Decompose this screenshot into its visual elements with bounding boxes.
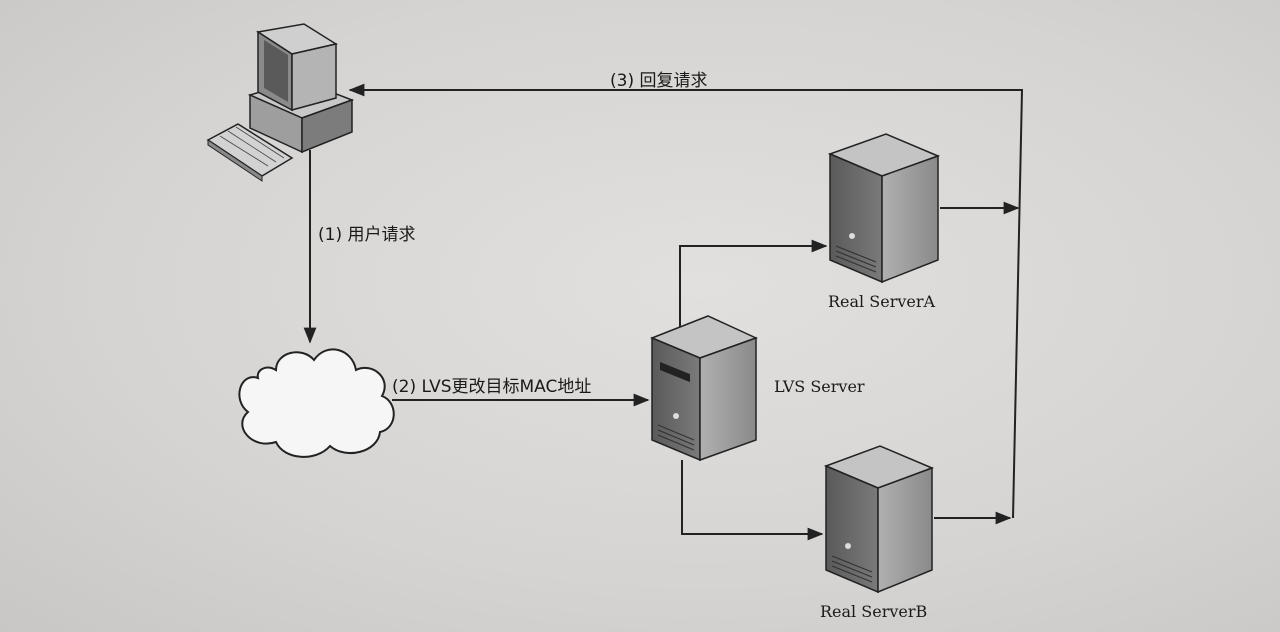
internet-cloud-icon bbox=[238, 348, 395, 458]
real-server-a-label: Real ServerA bbox=[828, 292, 936, 311]
reply-label: (3) 回复请求 bbox=[610, 71, 708, 91]
lvs-to-server-b-arrow bbox=[681, 460, 824, 541]
lvs-server-label: LVS Server bbox=[774, 377, 865, 396]
real-server-b-label: Real ServerB bbox=[820, 602, 928, 621]
lvs-server-icon bbox=[650, 315, 758, 462]
real-server-a-icon bbox=[827, 133, 941, 284]
client-computer-icon bbox=[206, 23, 355, 182]
request-label: (1) 用户请求 bbox=[318, 225, 416, 245]
lvs-to-server-a-arrow bbox=[679, 239, 828, 330]
reply-arrow bbox=[348, 83, 1024, 519]
real-server-b-icon bbox=[823, 445, 935, 594]
rewrite-label: (2) LVS更改目标MAC地址 bbox=[392, 377, 592, 397]
